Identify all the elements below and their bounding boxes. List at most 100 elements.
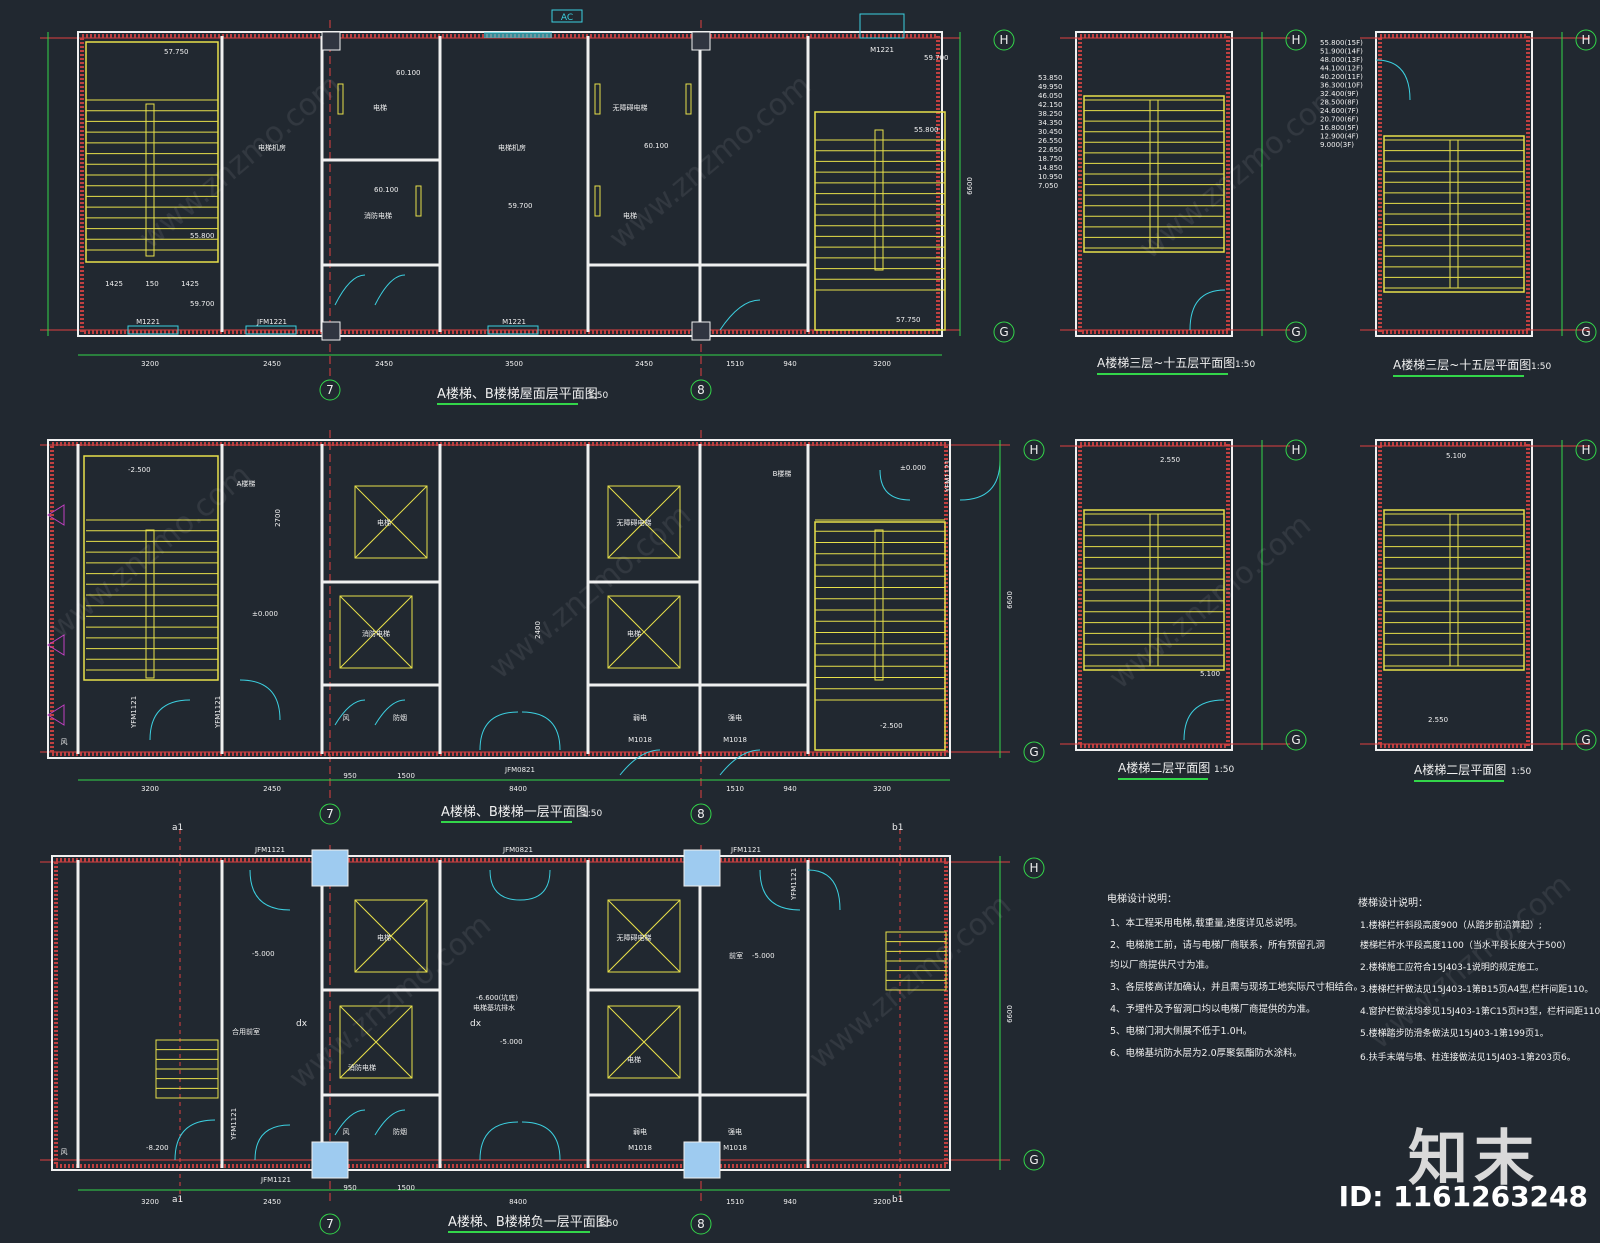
note-line: 均以厂商提供尺寸为准。 — [1110, 959, 1215, 971]
axis-label: H — [1291, 33, 1300, 47]
dimension: 6600 — [1006, 591, 1014, 609]
dimension: 940 — [783, 360, 796, 368]
dimension: 2450 — [263, 360, 281, 368]
dimension: 3200 — [141, 360, 159, 368]
level-value: 26.550 — [1038, 137, 1063, 145]
axis-label: G — [1029, 745, 1038, 759]
level-value: 5.100 — [1200, 670, 1220, 678]
door-label: YFM1121 — [944, 460, 952, 493]
elevation: 59.700 — [508, 202, 533, 210]
plan-text: AC 电梯机房 电梯机房 电梯 无障碍电梯 消防电梯 电梯 57.750 55.… — [61, 9, 1014, 1206]
dimension: 2400 — [534, 621, 542, 639]
dimension: 3500 — [505, 360, 523, 368]
room-label: 防烟 — [393, 1127, 407, 1136]
level-lists: 53.85049.95046.05042.15038.25034.35030.4… — [1038, 39, 1466, 724]
door-label: M1018 — [628, 736, 652, 744]
axis-label: H — [1581, 33, 1590, 47]
level-value: 44.100(12F) — [1320, 65, 1363, 73]
elevation: -6.600(坑底) — [476, 993, 518, 1002]
axis-label: 7 — [326, 383, 334, 397]
section-mark: b1 — [892, 1195, 903, 1205]
note-line: 5、电梯门洞大侧展不低于1.0H。 — [1110, 1025, 1252, 1037]
level-value: 14.850 — [1038, 164, 1063, 172]
dimension: 1500 — [397, 772, 415, 780]
elevation: ±0.000 — [252, 610, 278, 618]
room-label: 合用前室 — [232, 1027, 260, 1036]
door-label: YFM1121 — [790, 868, 798, 901]
elevation: -5.000 — [500, 1038, 523, 1046]
door-label: M1221 — [136, 318, 160, 326]
level-value: 46.050 — [1038, 92, 1063, 100]
small-plan-2f-right — [1360, 439, 1590, 751]
door-label: JFM1121 — [254, 846, 285, 854]
axis-label: G — [1291, 325, 1300, 339]
note-line: 楼梯栏杆水平段高度1100（当水平段长度大于500） — [1360, 939, 1571, 951]
level-value: 20.700(6F) — [1320, 116, 1359, 124]
level-value: 51.900(14F) — [1320, 48, 1363, 56]
ac-tag: AC — [561, 13, 573, 23]
elevation: 57.750 — [896, 316, 921, 324]
level-value: 55.800(15F) — [1320, 39, 1363, 47]
watermark-id: ID: 1161263248 — [1338, 1180, 1588, 1213]
room-label: 风 — [61, 1148, 68, 1156]
drawing-title: A楼梯、B楼梯屋面层平面图 — [437, 387, 598, 402]
elevation: 59.700 — [190, 300, 215, 308]
axis-label: 7 — [326, 1217, 334, 1231]
door-label: M1018 — [723, 736, 747, 744]
small-plan-3-15-right — [1360, 31, 1590, 337]
axis-label: H — [1291, 443, 1300, 457]
elevation: 59.700 — [924, 54, 949, 62]
room-label: 电梯 — [623, 211, 637, 220]
level-value: 5.100 — [1446, 452, 1466, 460]
section-mark: dx — [470, 1019, 482, 1029]
room-label: 无障碍电梯 — [617, 933, 652, 942]
level-value: 2.550 — [1428, 716, 1448, 724]
door-label: M1221 — [502, 318, 526, 326]
axis-label: H — [999, 33, 1008, 47]
section-mark: a1 — [172, 823, 183, 833]
drawing-scale: 1:50 — [1531, 362, 1551, 372]
drawing-title: A楼梯三层~十五层平面图 — [1393, 357, 1531, 372]
section-mark: b1 — [892, 823, 903, 833]
dimension: 2700 — [274, 509, 282, 527]
note-line: 3、各层楼高详加确认，并且需与现场工地实际尺寸相结合。 — [1110, 981, 1363, 993]
axis-label: 8 — [697, 1217, 705, 1231]
dimension: 1510 — [726, 1198, 744, 1206]
dimension: 8400 — [509, 1198, 527, 1206]
elevation: -2.500 — [128, 466, 151, 474]
door-label: JFM0821 — [504, 766, 535, 774]
drawing-scale: 1:50 — [1235, 360, 1255, 370]
room-label: 电梯 — [377, 933, 391, 942]
level-value: 34.350 — [1038, 119, 1063, 127]
elevation: -8.200 — [146, 1144, 169, 1152]
axis-letters: H G 7 8 H G 7 8 H G 7 8 H G H G H G H G — [326, 33, 1590, 1231]
room-label: 前室 — [729, 951, 743, 960]
axis-label: G — [1291, 733, 1300, 747]
door-label: M1018 — [628, 1144, 652, 1152]
elevation: -5.000 — [252, 950, 275, 958]
dimension: 940 — [783, 785, 796, 793]
notes-heading: 电梯设计说明： — [1107, 892, 1177, 905]
level-value: 18.750 — [1038, 155, 1063, 163]
dimension: 6600 — [1006, 1005, 1014, 1023]
note-line: 6、电梯基坑防水层为2.0厚聚氨酯防水涂料。 — [1110, 1047, 1302, 1059]
elevation: -5.000 — [752, 952, 775, 960]
level-value: 36.300(10F) — [1320, 82, 1363, 90]
level-value: 12.900(4F) — [1320, 133, 1359, 141]
dimension: 3200 — [873, 1198, 891, 1206]
room-label: 强电 — [728, 1127, 742, 1136]
axis-bubbles — [319, 29, 1597, 1235]
level-value: 22.650 — [1038, 146, 1063, 154]
dimension: 150 — [145, 280, 158, 288]
axis-label: G — [999, 325, 1008, 339]
room-label: 电梯机房 — [258, 143, 286, 152]
elevation: 55.800 — [914, 126, 939, 134]
room-label: 电梯 — [377, 518, 391, 527]
drawing-title: A楼梯、B楼梯一层平面图 — [441, 805, 589, 820]
dimension: 950 — [343, 1184, 356, 1192]
level-value: 32.400(9F) — [1320, 90, 1359, 98]
dimension: 2450 — [635, 360, 653, 368]
dimension: 8400 — [509, 785, 527, 793]
note-line: 2.楼梯施工应符合15J403-1说明的规定施工。 — [1360, 961, 1544, 973]
dimension: 3200 — [873, 360, 891, 368]
